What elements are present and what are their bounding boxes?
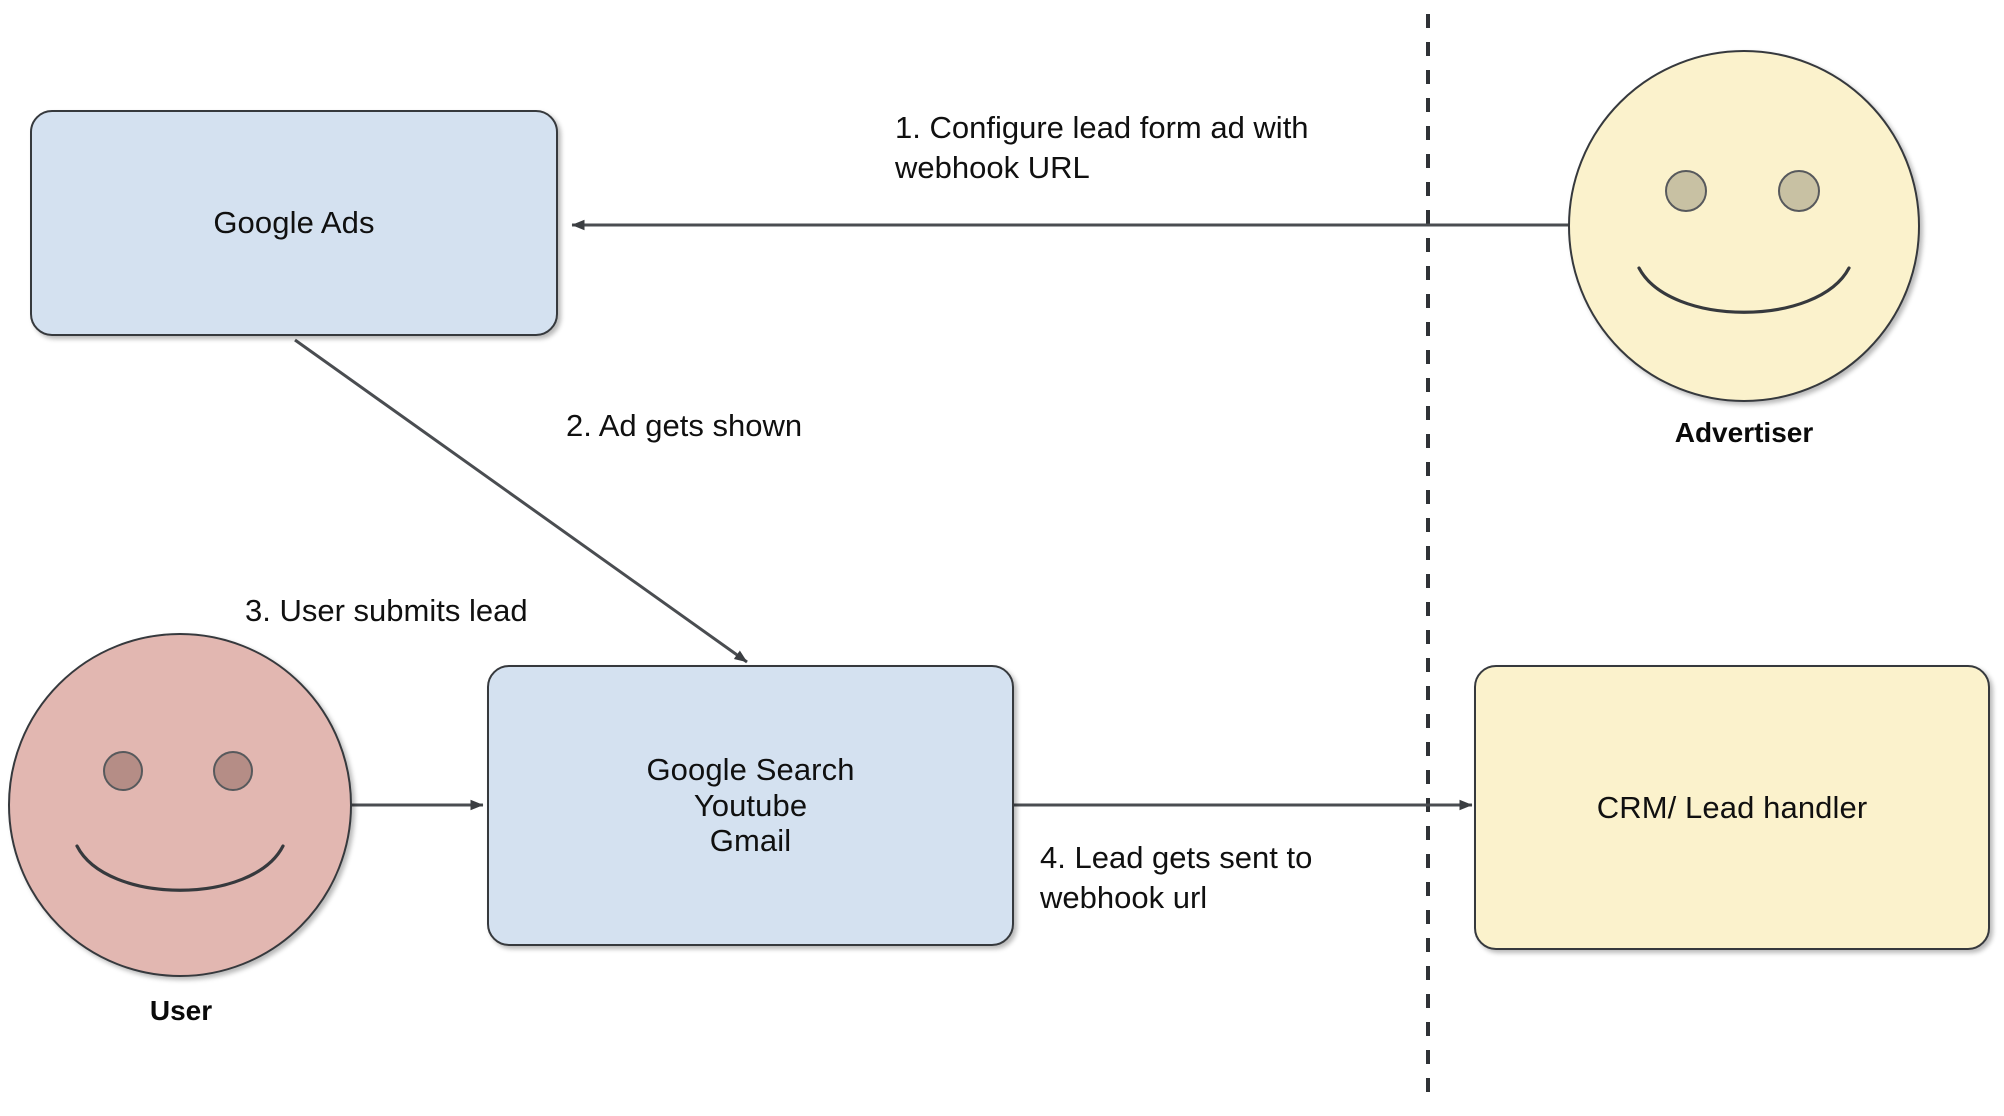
node-crm-lead-handler-label: CRM/ Lead handler <box>1596 789 1868 825</box>
node-google-ads-label: Google Ads <box>213 205 375 241</box>
user-face-circle <box>8 633 352 977</box>
user-right-eye-icon <box>213 751 253 791</box>
advertiser-face-circle <box>1568 50 1920 402</box>
node-crm-lead-handler[interactable]: CRM/ Lead handler <box>1474 665 1990 950</box>
edge-label-step-3: 3. User submits lead <box>245 593 528 628</box>
actor-user[interactable]: User <box>8 633 354 1033</box>
user-left-eye-icon <box>103 751 143 791</box>
actor-advertiser[interactable]: Advertiser <box>1568 50 1920 450</box>
advertiser-right-eye-icon <box>1778 170 1820 212</box>
edge-label-step-1: 1. Configure lead form ad with webhook U… <box>895 110 1309 185</box>
actor-advertiser-caption: Advertiser <box>1674 417 1814 448</box>
advertiser-smile-icon <box>1637 266 1851 314</box>
user-smile-icon <box>75 844 285 892</box>
actor-user-caption: User <box>149 995 213 1026</box>
node-google-surfaces-label: Google Search Youtube Gmail <box>646 751 855 859</box>
advertiser-left-eye-icon <box>1665 170 1707 212</box>
node-google-surfaces[interactable]: Google Search Youtube Gmail <box>487 665 1014 946</box>
node-google-ads[interactable]: Google Ads <box>30 110 558 336</box>
edge-label-step-4: 4. Lead gets sent to webhook url <box>1040 840 1313 915</box>
edge-label-step-2: 2. Ad gets shown <box>566 408 803 443</box>
